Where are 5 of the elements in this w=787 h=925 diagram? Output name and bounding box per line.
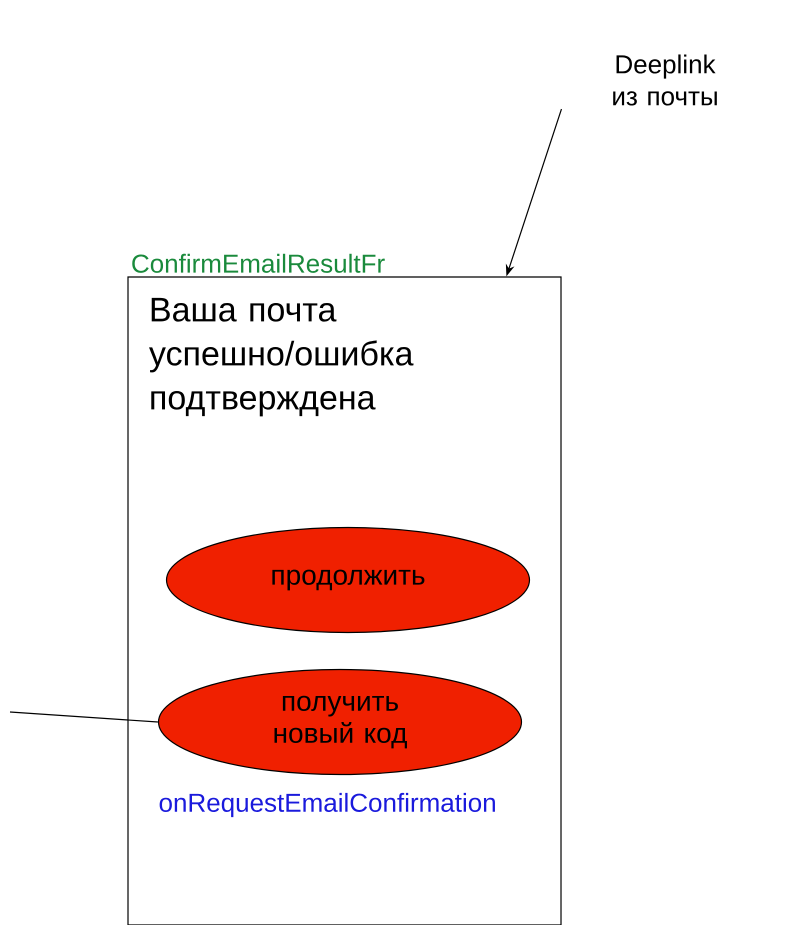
note-text: Deeplink из почты (613, 54, 717, 106)
button: продолжить (166, 526, 530, 634)
node-label: ConfirmEmailResultFr (132, 254, 385, 273)
button: получить новый код (158, 668, 522, 776)
connector-line (10, 711, 158, 723)
